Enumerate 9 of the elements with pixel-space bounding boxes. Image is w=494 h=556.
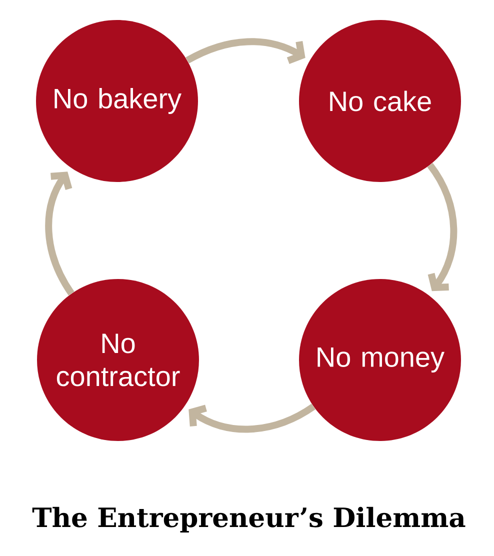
circle-node: No contractor <box>37 279 199 441</box>
curved-arrow <box>186 38 306 64</box>
curved-arrow <box>45 172 74 296</box>
circle-node: No money <box>299 279 461 441</box>
curved-arrow <box>188 404 316 433</box>
curved-arrow <box>427 162 458 292</box>
circle-node: No cake <box>299 20 461 182</box>
circle-node: No bakery <box>36 20 198 182</box>
title: The Entrepreneur’s Dilemma <box>32 506 466 533</box>
